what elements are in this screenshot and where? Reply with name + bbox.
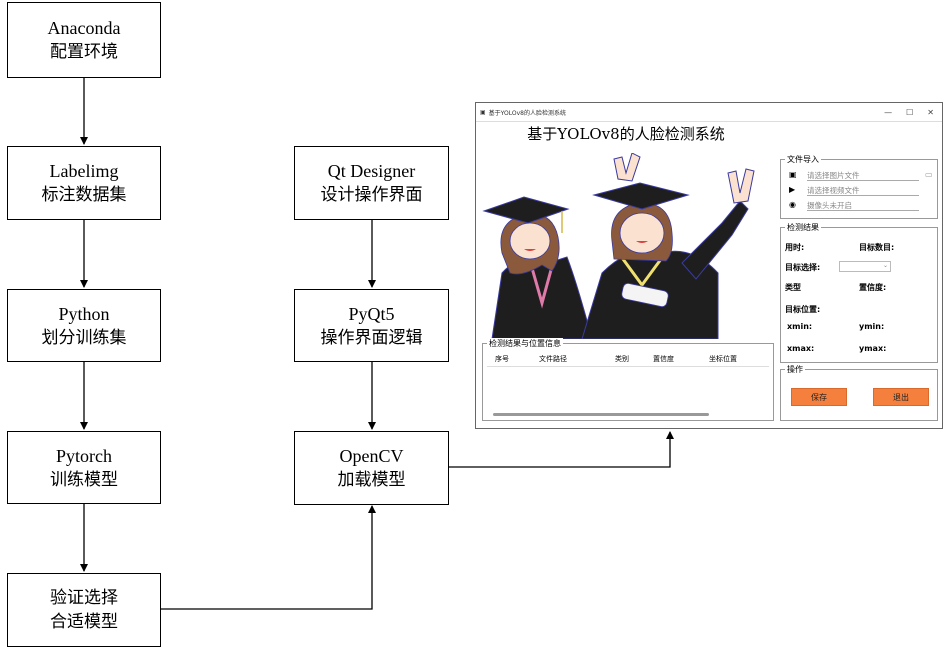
count-label: 目标数目: xyxy=(859,243,895,252)
video-file-field[interactable]: 请选择视频文件 xyxy=(807,185,919,196)
detection-result-title: 检测结果 xyxy=(785,222,821,233)
box-pytorch-subtitle: 训练模型 xyxy=(50,469,118,490)
video-icon[interactable]: ▶ xyxy=(789,185,796,194)
xmin-label: xmin: xyxy=(787,322,813,331)
arrow-opencv-app xyxy=(449,431,674,468)
results-table-title: 检测结果与位置信息 xyxy=(487,338,563,349)
col-header-index[interactable]: 序号 xyxy=(495,355,509,363)
camera-icon[interactable]: ◉ xyxy=(789,200,796,209)
operations-title: 操作 xyxy=(785,364,805,375)
box-verify-line2: 合适模型 xyxy=(50,612,118,632)
col-header-filepath[interactable]: 文件路径 xyxy=(539,355,567,363)
image-icon[interactable]: ▣ xyxy=(789,170,797,179)
app-heading: 基于YOLOv8的人脸检测系统 xyxy=(527,125,725,143)
target-select-label: 目标选择: xyxy=(785,263,821,272)
box-pyqt5: PyQt5 操作界面逻辑 xyxy=(294,289,449,362)
minimize-button[interactable]: — xyxy=(884,107,893,117)
position-label: 目标位置: xyxy=(785,305,821,314)
box-anaconda-subtitle: 配置环境 xyxy=(50,42,118,62)
xmax-label: xmax: xyxy=(787,344,815,353)
results-table-body[interactable] xyxy=(487,366,769,413)
box-pytorch-title: Pytorch xyxy=(56,445,112,466)
arrow-verify-opencv xyxy=(161,505,376,610)
results-table-header: 序号 文件路径 类别 置信度 坐标位置 xyxy=(487,354,769,366)
camera-status-field[interactable]: 摄像头未开启 xyxy=(807,200,919,211)
col-header-coords[interactable]: 坐标位置 xyxy=(709,355,737,363)
box-qtdesigner: Qt Designer 设计操作界面 xyxy=(294,146,449,220)
app-titlebar: ▣ 基于YOLOv8的人脸检测系统 — ☐ ✕ xyxy=(476,103,942,122)
ymin-label: ymin: xyxy=(859,322,885,331)
col-header-class[interactable]: 类别 xyxy=(615,355,629,363)
operations-group: 操作 保存 退出 xyxy=(780,364,938,421)
image-file-field[interactable]: 请选择图片文件 xyxy=(807,170,919,181)
confidence-label: 置信度: xyxy=(859,283,887,292)
exit-button[interactable]: 退出 xyxy=(873,388,929,406)
box-pyqt5-subtitle: 操作界面逻辑 xyxy=(320,327,423,348)
box-python: Python 划分训练集 xyxy=(7,289,161,362)
col-header-confidence[interactable]: 置信度 xyxy=(653,355,674,363)
box-anaconda-title: Anaconda xyxy=(47,18,121,38)
results-table-group: 检测结果与位置信息 序号 文件路径 类别 置信度 坐标位置 xyxy=(482,338,774,421)
box-verify: 验证选择 合适模型 xyxy=(7,573,161,647)
folder-icon[interactable]: ▭ xyxy=(925,170,933,179)
box-pytorch: Pytorch 训练模型 xyxy=(7,431,161,504)
app-window-title: 基于YOLOv8的人脸检测系统 xyxy=(488,109,566,117)
box-python-title: Python xyxy=(58,303,110,324)
maximize-button[interactable]: ☐ xyxy=(906,107,914,117)
type-label: 类型 xyxy=(785,283,801,292)
close-button[interactable]: ✕ xyxy=(927,107,934,117)
app-window-screenshot: ▣ 基于YOLOv8的人脸检测系统 — ☐ ✕ 基于YOLOv8的人脸检测系统 xyxy=(475,102,943,429)
box-labelimg: Labelimg 标注数据集 xyxy=(7,146,161,220)
time-label: 用时: xyxy=(785,243,805,252)
box-anaconda: Anaconda 配置环境 xyxy=(7,2,161,78)
detection-result-group: 检测结果 用时: 目标数目: 目标选择: ⌄ 类型 置信度: 目标位置: xmi… xyxy=(780,222,938,363)
file-import-group: 文件导入 ▣ 请选择图片文件 ▭ ▶ 请选择视频文件 ◉ 摄像头未开启 xyxy=(780,154,938,219)
horizontal-scrollbar[interactable] xyxy=(493,413,709,416)
graduates-illustration xyxy=(482,153,755,339)
ymax-label: ymax: xyxy=(859,344,887,353)
box-opencv: OpenCV 加载模型 xyxy=(294,431,449,505)
box-qtdesigner-subtitle: 设计操作界面 xyxy=(320,185,423,205)
box-labelimg-subtitle: 标注数据集 xyxy=(41,185,127,205)
app-window-icon: ▣ xyxy=(480,108,486,116)
box-python-subtitle: 划分训练集 xyxy=(41,327,127,348)
save-button[interactable]: 保存 xyxy=(791,388,847,406)
target-select-dropdown[interactable]: ⌄ xyxy=(839,261,891,272)
box-labelimg-title: Labelimg xyxy=(49,161,119,181)
box-verify-line1: 验证选择 xyxy=(50,588,118,608)
box-opencv-subtitle: 加载模型 xyxy=(337,470,406,490)
file-import-title: 文件导入 xyxy=(785,154,821,165)
box-pyqt5-title: PyQt5 xyxy=(348,303,395,324)
box-opencv-title: OpenCV xyxy=(339,446,404,466)
box-qtdesigner-title: Qt Designer xyxy=(327,161,416,181)
